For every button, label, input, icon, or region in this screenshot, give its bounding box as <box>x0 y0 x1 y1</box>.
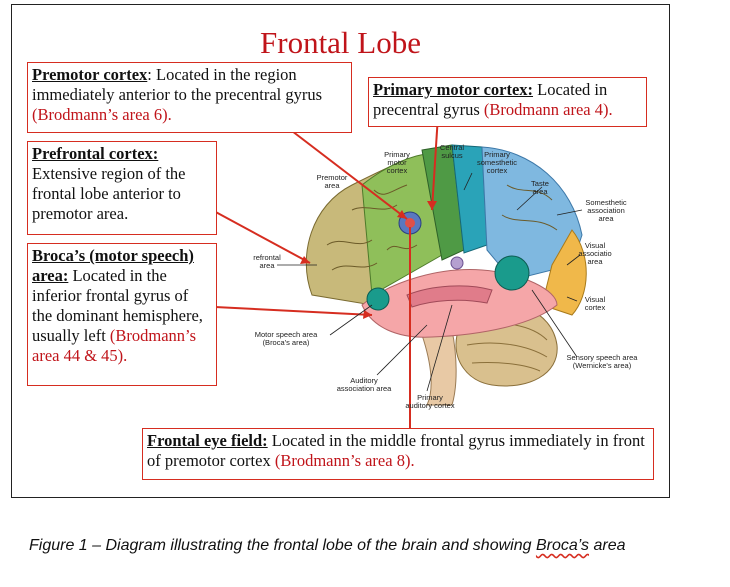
premotor-heading: Premotor cortex <box>32 65 148 84</box>
figure-caption: Figure 1 – Diagram illustrating the fron… <box>29 536 669 555</box>
broca-heading: Broca’s (motor speech) area: <box>32 246 194 285</box>
prefrontal-heading: Prefrontal cortex: <box>32 144 159 163</box>
broca-text: Located in the inferior frontal gyrus of… <box>32 266 203 345</box>
caption-word: Broca’s <box>535 537 590 554</box>
wernicke-area-spot <box>494 255 530 291</box>
caption-main: Figure 1 – Diagram illustrating the fron… <box>29 537 536 554</box>
primary-motor-box: Primary motor cortex: Located in precent… <box>368 77 647 127</box>
broca-ref: (Brodmann’s area 44 & 45). <box>32 326 197 365</box>
broca-area-box: Broca’s (motor speech) area: Located in … <box>27 243 217 386</box>
premotor-sep: : <box>147 65 152 84</box>
label-motor-speech: Motor speech area(Broca's area) <box>255 330 318 347</box>
premotor-text: Located in the region immediately anteri… <box>32 65 323 104</box>
diagram-title: Frontal Lobe <box>260 25 421 60</box>
taste-area-spot <box>450 256 464 270</box>
premotor-ref: (Brodmann’s area 6). <box>32 105 172 124</box>
eye-field-ref: (Brodmann’s area 8). <box>274 451 415 470</box>
prefrontal-text: Extensive region of the frontal lobe ant… <box>32 164 186 223</box>
occipital-region <box>541 229 587 316</box>
eye-field-heading: Frontal eye field: <box>147 431 268 450</box>
diagram-frame: Frontal Lobe <box>11 4 670 498</box>
primary-motor-ref: (Brodmann area 4). <box>483 100 613 119</box>
primary-motor-heading: Primary motor cortex: <box>373 80 534 99</box>
eye-field-text: Located in the middle frontal gyrus imme… <box>147 431 645 470</box>
label-sensory-speech: Sensory speech area(Wernicke's area) <box>567 353 639 370</box>
premotor-cortex-box: Premotor cortex: Located in the region i… <box>27 62 352 133</box>
brainstem <box>421 329 457 406</box>
prefrontal-cortex-box: Prefrontal cortex: Extensive region of t… <box>27 141 217 235</box>
auditory-region <box>406 285 493 308</box>
frontal-eye-field-box: Frontal eye field: Located in the middle… <box>142 428 654 480</box>
primary-motor-text: Located in precentral gyrus <box>373 80 608 119</box>
broca-area-spot <box>366 287 390 311</box>
caption-end: area <box>589 537 626 554</box>
